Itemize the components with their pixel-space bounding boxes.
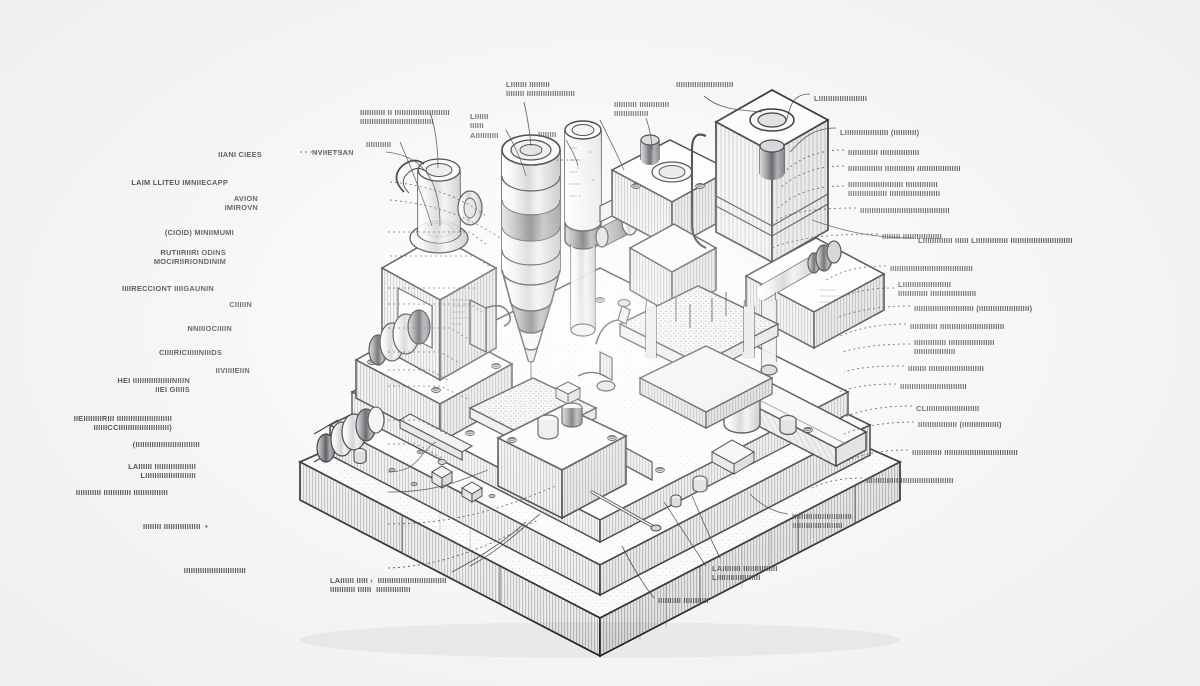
callout-label-l12: HEI IIIIIIIIIIIIIIIIINIIIN IIEI GIIIIS — [117, 376, 190, 395]
callout-label-l03: LAIM LLITEU IMNIIECAPP — [131, 178, 228, 187]
callout-label-r13: IIIIIIIIIIIIII IIIIIIIIIIIIIIIIIIII IIII… — [914, 338, 995, 357]
callout-label-l13: IIEIIIIIIIIRIII IIIIIIIIIIIIIIIIIIIIIIII… — [73, 414, 172, 433]
callout-label-l09: NNIIIOCIIIIN — [187, 324, 232, 333]
glass-vial-column — [564, 120, 602, 337]
callout-label-r04: IIIIIIIIIIIIIII IIIIIIIIIIIII IIIIIIIIII… — [848, 164, 961, 173]
callout-label-l18: IIIIIIIIIIIIIIIIIIIIIIIIIII — [183, 566, 246, 575]
callout-label-r17: IIIIIIIIIIIIIIIII (IIIIIIIIIIIIIIII) — [918, 420, 1002, 429]
callout-label-l02: NVIIETSAN — [312, 148, 354, 157]
callout-label-l16: IIIIIIIIIII IIIIIIIIIIII IIIIIIIIIIIIIII — [75, 488, 168, 497]
callout-label-l06: RUTIIRIIRI ODINS MOCIRIIRIONDINIM — [153, 248, 226, 267]
callout-label-r18: IIIIIIIIIIIII IIIIIIIIIIIIIIIIIIIIIIIIII… — [912, 448, 1018, 457]
callout-label-r08: LIIIIIIIIIIIII IIIIII LIIIIIIIIIIIIII II… — [918, 236, 1073, 245]
callout-label-r11: IIIIIIIIIIIIIIIIIIIIIIIIII (IIIIIIIIIIII… — [914, 304, 1033, 313]
callout-label-r03: IIIIIIIIIIIII IIIIIIIIIIIIIIIII — [848, 148, 920, 157]
callout-label-b01: LAIIIIII IIIII › IIIIIIIIIIIIIIIIIIIIIII… — [330, 576, 447, 595]
callout-label-r20: IIIIIIIIIIIIIIIIIIIIIIIIII IIIIIIIIIIIII… — [792, 512, 852, 531]
callout-label-r05: IIIIIIIIIIIIIIIIIIIIIIII IIIIIIIIIIIIII … — [848, 180, 941, 199]
callout-label-r06: IIIIIIIIIIIIIIIIIIIIIIIIIIIIIIIIIIIIIII — [860, 206, 950, 215]
callout-label-r12: IIIIIIIIIIII IIIIIIIIIIIIIIIIIIIIIIIIIII… — [910, 322, 1005, 331]
callout-label-l05: (CIOID) MINIIMUMI — [164, 228, 234, 237]
callout-label-t03: LIIIIIII IIIIIIIII IIIIIIII IIIIIIIIIIII… — [506, 80, 576, 99]
callout-label-t06: IIIIIIIIII IIIIIIIIIIIII IIIIIIIIIIIIIII — [614, 100, 670, 119]
callout-label-l11: IIVIIIIEIIN — [215, 366, 250, 375]
callout-label-l04: AVION IMIROVN — [224, 194, 258, 213]
callout-label-r02: LIIIIIIIIIIIIIIIIIII (IIIIIIIIII) — [840, 128, 920, 137]
callout-label-r14: IIIIIIII IIIIIIIIIIIIIIIIIIIIIIII — [908, 364, 985, 373]
callout-label-t02: IIIIIIIIIII — [366, 140, 392, 149]
callout-label-l10: CIIIIRICIIIIINIIIDS — [158, 348, 222, 357]
callout-label-r01: LIIIIIIIIIIIIIIIIIIIII — [814, 94, 868, 103]
callout-label-l08: CIIIIIN — [229, 300, 252, 309]
callout-label-t07: IIIIIIIIIIIIIIIIIIIIIIIII — [676, 80, 734, 89]
callout-label-l15: LAIIIIII IIIIIIIIIIIIIIIIII LIIIIIIIIIII… — [128, 462, 196, 481]
callout-label-b02: LAIIIIIIII IIIIIIIIIIIIIII LIIIIIIIIIIII… — [712, 564, 778, 583]
callout-label-r15: IIIIIIIIIIIIIIIIIIIIIIIIIIIII — [900, 382, 967, 391]
callout-label-r10: LIIIIIIIIIIIIIIIIIIIII IIIIIIIIIIIII III… — [898, 280, 977, 299]
callout-label-r16: CLIIIIIIIIIIIIIIIIIIIIIII — [916, 404, 980, 413]
callout-label-l07: IIIIRECCIONT IIIIGAUNIN — [122, 284, 214, 293]
callout-label-l17: IIIIIIII IIIIIIIIIIIIIIII • — [142, 522, 208, 531]
callout-label-l01: IIANI CIEES — [218, 150, 262, 159]
callout-label-l14: (IIIIIIIIIIIIIIIIIIIIIIIIIIII — [132, 440, 200, 449]
callout-label-r09: IIIIIIIIIIIIIIIIIIIIIIIIIIIIIIIIIIII — [890, 264, 973, 273]
callout-label-t05: IIIIIIII — [538, 130, 557, 139]
callout-label-b03: IIIIIIIIII IIIIIIIIIII — [658, 596, 709, 605]
callout-label-r19: IIIIIIIIIIIIIIIIIIIIIIIIIIIIIIIIIIIIII — [866, 476, 954, 485]
